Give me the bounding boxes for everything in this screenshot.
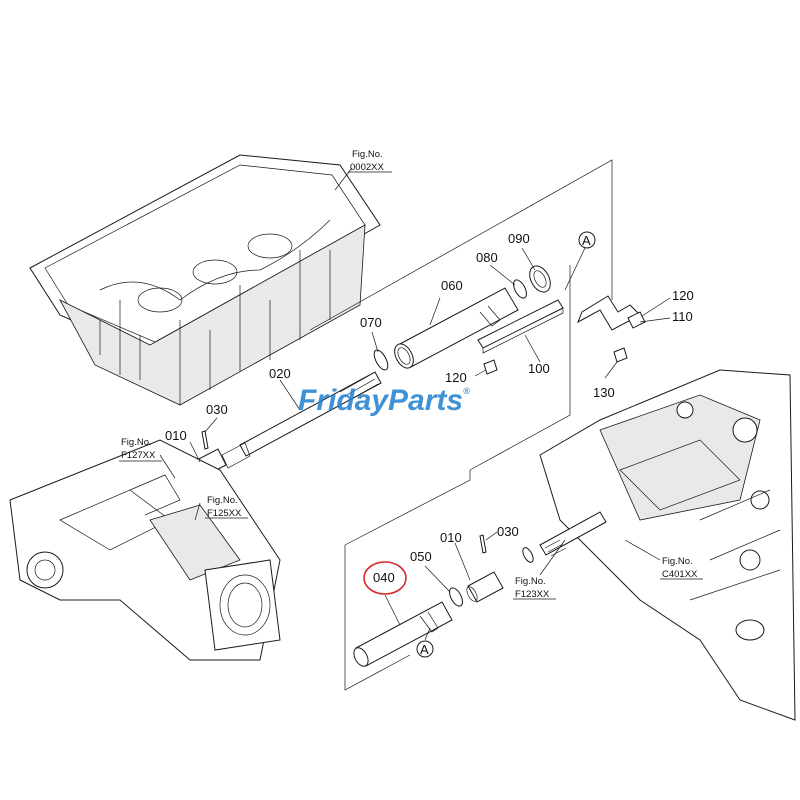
part-020-shaft-drawing (221, 371, 382, 469)
highlight-ring-040 (363, 561, 407, 595)
part-030-pin-upper-drawing (201, 430, 209, 450)
part-080-oring-drawing (513, 279, 527, 299)
fig-f125-code: F125XX (207, 508, 242, 519)
label-030-upper: 030 (206, 402, 228, 417)
upper-assembly-frame (309, 159, 613, 471)
oil-pan-drawing (29, 154, 381, 406)
part-010-collar-lower-drawing (466, 571, 504, 603)
watermark-friday: Friday (298, 384, 389, 417)
ref-a-callout-bottom (416, 640, 434, 658)
label-120-upper: 120 (672, 288, 694, 303)
part-090-seal-drawing (529, 265, 551, 293)
figure-reference-labels: Fig.No. 0002XX Fig.No. F127XX Fig.No. F1… (121, 149, 698, 600)
label-080: 080 (476, 250, 498, 265)
label-120-lower: 120 (445, 370, 467, 385)
bolt-130-drawing (613, 347, 628, 363)
ref-a-letter-top: A (582, 233, 591, 248)
watermark-parts: Parts (388, 384, 463, 417)
svg-text:FridayParts®: FridayParts® (298, 384, 470, 417)
transmission-housing-drawing (539, 369, 796, 721)
bracket-110-drawing (577, 295, 641, 331)
fig-f127-label: Fig.No. (121, 437, 152, 448)
label-010-upper: 010 (165, 428, 187, 443)
part-050-oring-drawing (449, 587, 463, 607)
part-060-tube-drawing (394, 287, 519, 369)
fig-c401-label: Fig.No. (662, 556, 693, 567)
part-number-labels: 060 070 080 090 100 120 120 110 130 020 … (165, 231, 694, 585)
watermark-registered-mark: ® (463, 386, 470, 396)
label-130: 130 (593, 385, 615, 400)
lower-assembly-frame (344, 470, 471, 691)
label-020: 020 (269, 366, 291, 381)
label-030-lower: 030 (497, 524, 519, 539)
watermark-logo: FridayParts® (298, 384, 470, 417)
label-040: 040 (373, 570, 395, 585)
leader-lines (159, 167, 671, 641)
bolt-120-lower-drawing (483, 359, 498, 375)
ref-a-callout-top (578, 231, 596, 249)
label-070: 070 (360, 315, 382, 330)
fig-f127-code: F127XX (121, 450, 156, 461)
label-010-lower: 010 (440, 530, 462, 545)
label-110: 110 (672, 309, 693, 324)
lower-shaft-drawing (522, 511, 607, 563)
ref-a-letter-bottom: A (420, 642, 429, 657)
bolt-120-upper-drawing (627, 311, 646, 329)
front-axle-housing-drawing (9, 439, 281, 661)
fig-f123-code: F123XX (515, 589, 550, 600)
part-040-tube-drawing (353, 601, 453, 667)
label-060: 060 (441, 278, 463, 293)
label-050: 050 (410, 549, 432, 564)
fig-0002-label: Fig.No. (352, 149, 383, 160)
fig-c401-code: C401XX (662, 569, 698, 580)
part-070-oring-drawing (373, 349, 389, 371)
fig-f125-label: Fig.No. (207, 495, 238, 506)
callout-letters: A A (420, 233, 591, 657)
label-100: 100 (528, 361, 550, 376)
part-100-bracket-drawing (477, 299, 564, 354)
frame-underlines (119, 171, 703, 600)
part-030-pin-lower-drawing (479, 534, 487, 554)
label-090: 090 (508, 231, 530, 246)
fig-0002-code: 0002XX (350, 162, 384, 173)
fig-f123-label: Fig.No. (515, 576, 546, 587)
